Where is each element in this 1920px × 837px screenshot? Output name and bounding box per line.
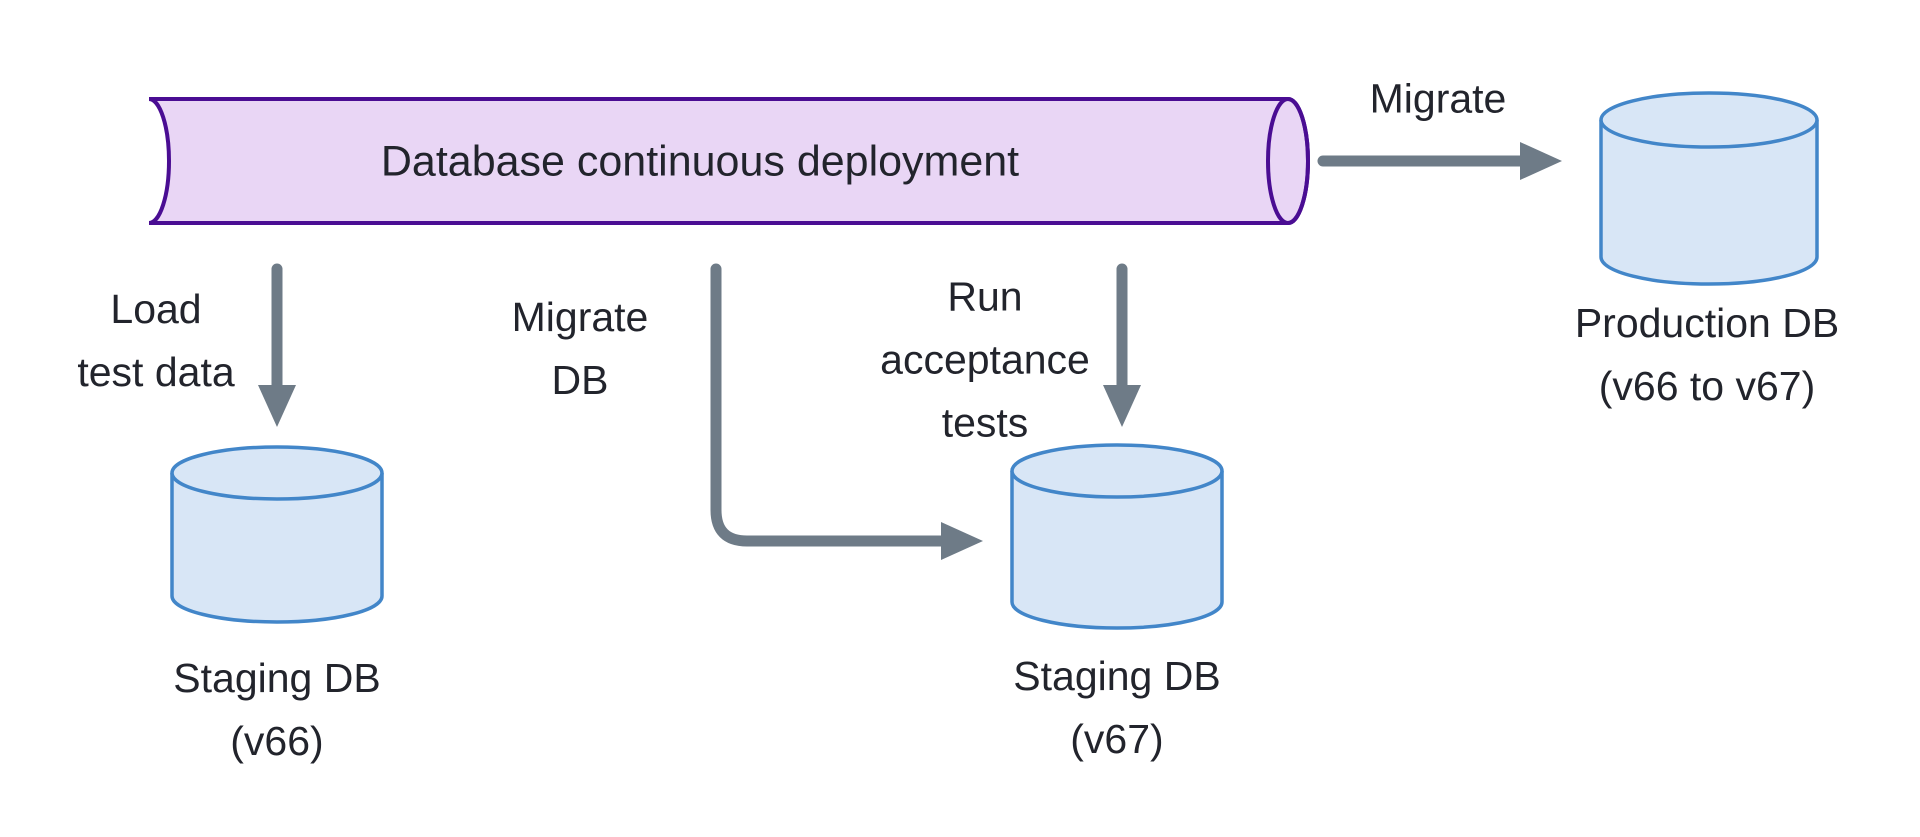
migrate-to-production-label: Migrate <box>1369 75 1507 122</box>
label-line: acceptance <box>880 336 1090 383</box>
label-line: tests <box>941 399 1029 446</box>
migrate-db-label: Migrate DB <box>512 286 649 412</box>
production-db-cylinder <box>1599 91 1819 286</box>
staging-db-v67-cylinder <box>1010 443 1224 630</box>
label-line: Run <box>947 273 1023 320</box>
label-line: test data <box>77 349 235 395</box>
pipeline-label: Database continuous deployment <box>380 137 1020 186</box>
label-line: DB <box>551 357 609 403</box>
staging-db-v66-cylinder <box>170 445 384 624</box>
load-test-data-label: Load test data <box>77 278 234 404</box>
db-name: Staging DB <box>1013 653 1221 699</box>
db-version: (v66) <box>230 718 324 764</box>
db-name: Staging DB <box>173 655 381 701</box>
db-name: Production DB <box>1574 300 1840 346</box>
pipeline-pipe-shape <box>148 97 1310 225</box>
run-acceptance-tests-label: Run acceptance tests <box>880 266 1090 455</box>
load-test-data-arrow <box>258 263 296 427</box>
pipe-end-cap <box>1266 97 1310 225</box>
production-db-label: Production DB (v66 to v67) <box>1575 292 1839 418</box>
label-line: Load <box>110 286 202 332</box>
arrow-shaft <box>710 263 951 547</box>
label-line: Migrate <box>511 294 649 340</box>
arrow-head <box>258 385 296 427</box>
run-acceptance-tests-arrow <box>1103 263 1141 427</box>
arrow-head <box>1103 385 1141 427</box>
db-version: (v66 to v67) <box>1598 363 1816 409</box>
migrate-db-arrow <box>710 263 983 560</box>
db-cylinder-body <box>1010 471 1224 630</box>
db-cylinder-top <box>1010 443 1224 499</box>
staging-db-v67-label: Staging DB (v67) <box>1013 645 1220 771</box>
db-cylinder-body <box>170 473 384 624</box>
migrate-to-production-arrow <box>1317 142 1562 180</box>
db-version: (v67) <box>1070 716 1164 762</box>
db-cylinder-top <box>170 445 384 501</box>
db-cylinder-top <box>1599 91 1819 149</box>
db-cylinder-body <box>1599 120 1819 286</box>
staging-db-v66-label: Staging DB (v66) <box>173 647 380 773</box>
arrow-head <box>941 522 983 560</box>
arrow-head <box>1520 142 1562 180</box>
